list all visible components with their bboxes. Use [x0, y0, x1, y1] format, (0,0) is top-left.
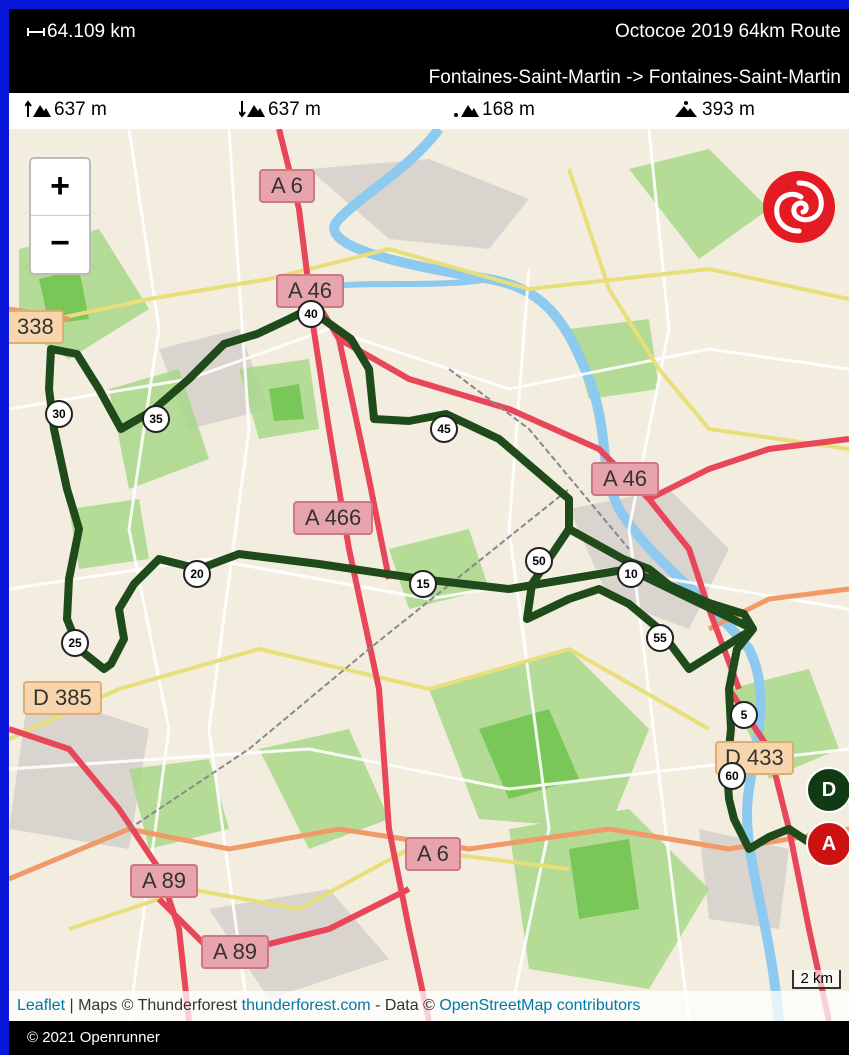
dense-forest-areas — [39, 269, 639, 919]
km-marker-60[interactable]: 60 — [718, 762, 746, 790]
contributors-link[interactable]: contributors — [552, 997, 641, 1014]
km-marker-50[interactable]: 50 — [525, 547, 553, 575]
road-label-a466: A 466 — [293, 501, 374, 535]
km-marker-55[interactable]: 55 — [646, 624, 674, 652]
road-label-a89-north: A 89 — [130, 864, 199, 898]
km-marker-35[interactable]: 35 — [142, 405, 170, 433]
stat-min-altitude: 168 m — [453, 99, 535, 121]
end-marker[interactable]: A — [806, 821, 849, 867]
footer-copyright: © 2021 Openrunner — [9, 1021, 849, 1055]
zoom-out-button[interactable]: − — [50, 224, 70, 262]
km-marker-30[interactable]: 30 — [45, 400, 73, 428]
min-altitude-value: 168 m — [482, 99, 535, 120]
km-marker-45[interactable]: 45 — [430, 415, 458, 443]
motorways — [9, 129, 849, 1021]
map-view[interactable]: A 6 A 46 A 46 A 466 A 6 A 89 A 89 338 D … — [9, 129, 849, 1021]
elevation-stats: 637 m 637 m 168 m 393 m — [9, 93, 849, 129]
distance-readout: 64.109 km — [27, 21, 136, 43]
openstreetmap-link[interactable]: OpenStreetMap — [439, 997, 553, 1014]
maps-credit-text: | Maps © Thunderforest — [65, 997, 242, 1014]
openrunner-logo-icon[interactable] — [761, 169, 837, 245]
km-marker-20[interactable]: 20 — [183, 560, 211, 588]
km-marker-15[interactable]: 15 — [409, 570, 437, 598]
elevation-gain-icon — [24, 100, 51, 117]
distance-icon — [27, 28, 45, 36]
road-label-d385: D 385 — [23, 681, 102, 715]
route-title: Octocoe 2019 64km Route — [614, 21, 841, 42]
km-marker-25[interactable]: 25 — [61, 629, 89, 657]
elevation-loss-value: 637 m — [268, 99, 321, 120]
road-label-a6-south: A 6 — [405, 837, 461, 871]
scale-bar: 2 km — [792, 970, 841, 989]
road-label-a6-north: A 6 — [259, 169, 315, 203]
max-altitude-icon — [675, 101, 697, 117]
road-label-d338: 338 — [9, 310, 64, 344]
km-marker-10[interactable]: 10 — [617, 560, 645, 588]
max-altitude-value: 393 m — [702, 99, 755, 120]
route-widget: 64.109 km Octocoe 2019 64km Route Fontai… — [9, 9, 849, 1055]
road-label-a46-east: A 46 — [591, 462, 660, 496]
km-marker-40[interactable]: 40 — [297, 300, 325, 328]
distance-value: 64.109 km — [47, 21, 136, 42]
zoom-control: + − — [29, 157, 91, 275]
elevation-gain-value: 637 m — [54, 99, 107, 120]
zoom-in-button[interactable]: + — [31, 159, 89, 216]
road-label-d433: D 433 — [715, 741, 794, 775]
road-label-a89-south: A 89 — [201, 935, 270, 969]
min-altitude-icon — [454, 105, 479, 117]
stat-max-altitude: 393 m — [673, 99, 755, 121]
map-tiles — [9, 129, 849, 1021]
stat-elevation-loss: 637 m — [238, 99, 321, 121]
header-bar: 64.109 km Octocoe 2019 64km Route — [9, 9, 849, 67]
data-credit-text: - Data © — [370, 997, 440, 1014]
elevation-loss-icon — [238, 101, 265, 118]
thunderforest-link[interactable]: thunderforest.com — [241, 997, 371, 1014]
stat-elevation-gain: 637 m — [24, 99, 107, 121]
start-marker[interactable]: D — [806, 767, 849, 813]
route-endpoints: Fontaines-Saint-Martin -> Fontaines-Sain… — [428, 67, 841, 88]
leaflet-link[interactable]: Leaflet — [17, 997, 66, 1014]
minor-roads — [9, 129, 849, 1021]
railways — [128, 368, 630, 830]
km-marker-5[interactable]: 5 — [730, 701, 758, 729]
map-attribution: Leaflet | Maps © Thunderforest thunderfo… — [9, 991, 849, 1021]
